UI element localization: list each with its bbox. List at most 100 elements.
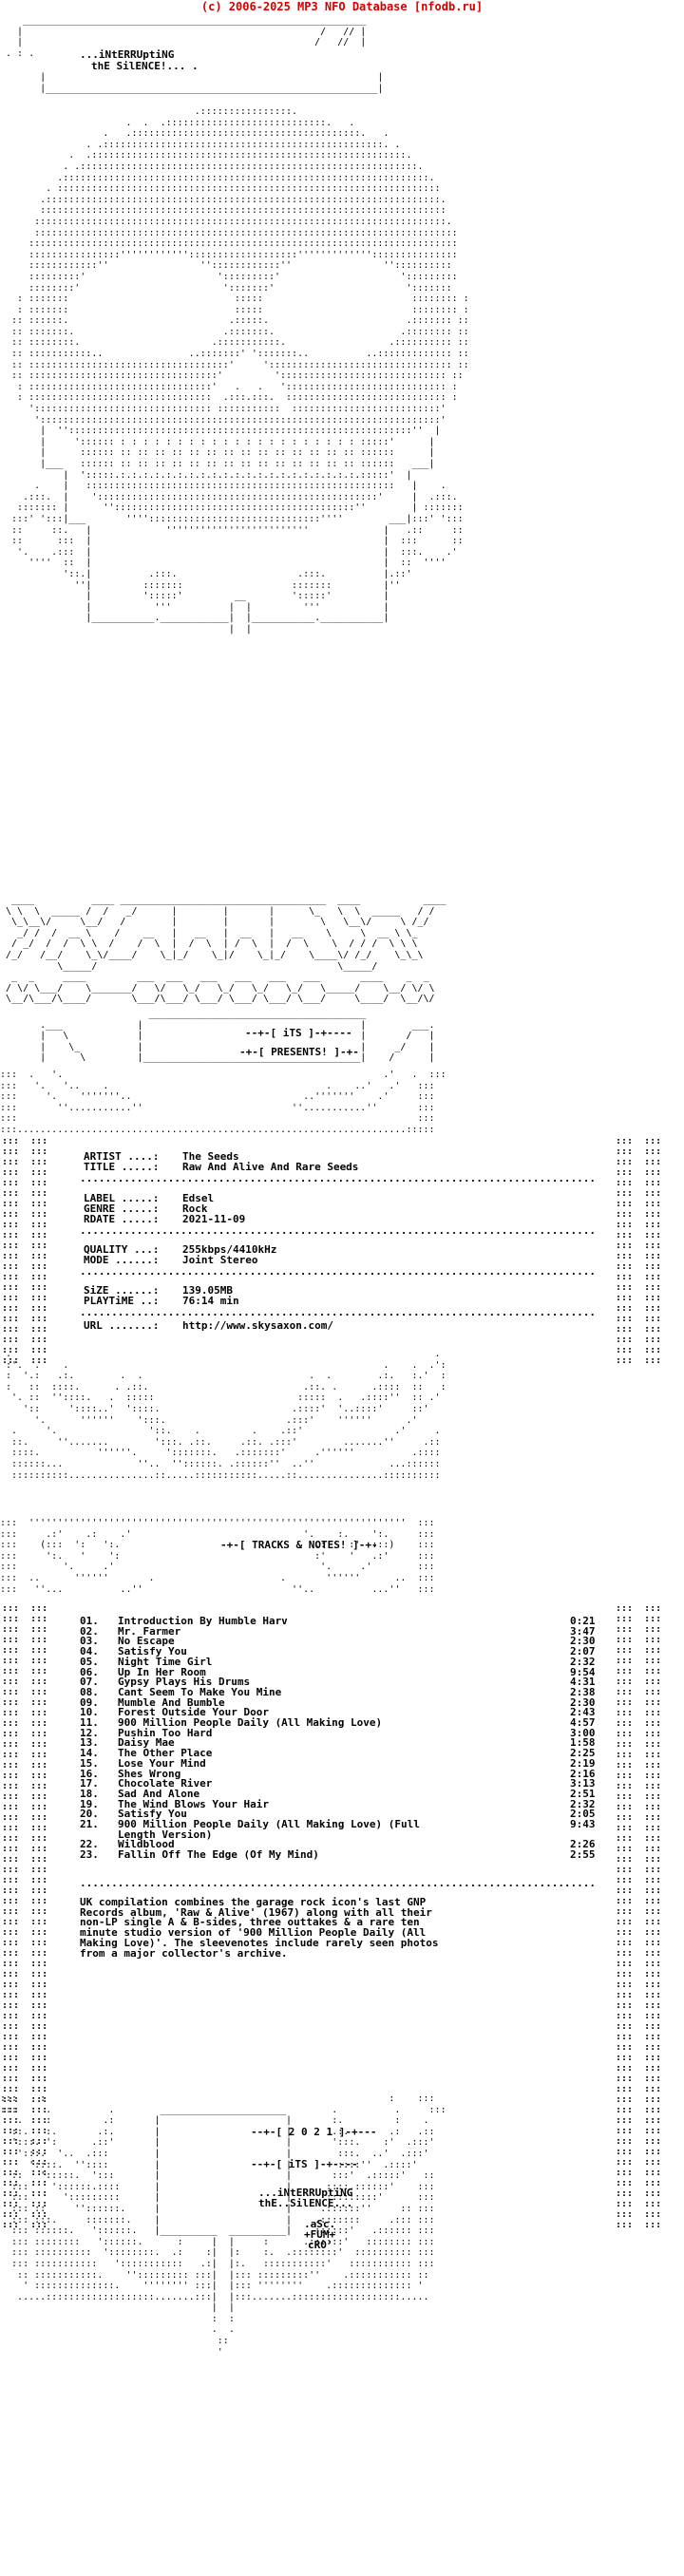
release-frame-right: ::: ::: ::: ::: ::: ::: ::: ::: ::: ::: … — [616, 1136, 662, 1366]
track-duration: 2:30 — [570, 1695, 596, 1709]
track-title: Introduction By Humble Harv — [118, 1615, 288, 1627]
track-number: 18. — [80, 1787, 99, 1800]
track-number: 09. — [80, 1695, 99, 1709]
title-label: TITLE .....: — [84, 1161, 160, 1173]
track-duration: 2:25 — [570, 1747, 596, 1760]
nfo-document: ________________________________________… — [0, 15, 684, 2576]
track-duration: 2:38 — [570, 1685, 596, 1698]
track-duration: 2:55 — [570, 1848, 596, 1862]
track-title: Daisy Mae — [118, 1736, 175, 1750]
presents-its-tag: --+-[ iTS ]-+---- — [245, 1027, 352, 1039]
intro-banner-art: ________________________________________… — [6, 15, 367, 59]
artist-label: ARTIST ....: — [84, 1150, 160, 1163]
track-title: Satisfy You — [118, 1808, 187, 1821]
playtime-label: PLAYTiME ..: — [84, 1295, 160, 1307]
track-title: 900 Million People Daily (All Making Lov… — [118, 1716, 383, 1730]
nfo-header: (c) 2006-2025 MP3 NFO Database [nfodb.ru… — [200, 0, 484, 13]
notes-line: non-LP single A & B-sides, three outtake… — [80, 1916, 420, 1929]
track-number: 15. — [80, 1756, 99, 1770]
track-number: 03. — [80, 1635, 99, 1648]
url-label: URL .......: — [84, 1319, 160, 1332]
track-duration: 2:30 — [570, 1635, 596, 1648]
track-duration: 1:58 — [570, 1736, 596, 1750]
mode-value: Joint Stereo — [182, 1254, 258, 1266]
notes-line: minute studio version of '900 Million Pe… — [80, 1926, 427, 1940]
track-number: 20. — [80, 1808, 99, 1821]
track-title: Shes Wrong — [118, 1767, 181, 1780]
track-row: 19. The Wind Blows Your Hair 2:32 — [80, 1797, 612, 1810]
separator: ........................................… — [80, 1307, 597, 1317]
track-duration: 2:32 — [570, 1797, 596, 1810]
tracks-heading: -+-[ TRACKS & NOTES! ]-+- — [220, 1539, 378, 1551]
mode-label: MODE ......: — [84, 1254, 160, 1266]
track-number: 16. — [80, 1767, 99, 1780]
track-duration: 3:13 — [570, 1777, 596, 1790]
track-duration: 2:19 — [570, 1756, 596, 1770]
intro-frame-art: | | |___________________________________… — [40, 72, 384, 94]
url-value[interactable]: http://www.skysaxon.com/ — [182, 1319, 333, 1332]
track-row: Length Version) — [80, 1829, 612, 1841]
genre-label: GENRE .....: — [84, 1203, 160, 1215]
intro-group-top: ...iNtERRUptiNG — [80, 48, 175, 61]
track-title: Forest Outside Your Door — [118, 1706, 269, 1719]
track-number: 22. — [80, 1838, 99, 1851]
track-title: No Escape — [118, 1635, 175, 1648]
track-title: The Wind Blows Your Hair — [118, 1797, 269, 1810]
track-row: 03. No Escape 2:30 — [80, 1637, 612, 1647]
tracks-frame-right: ::: ::: ::: ::: ::: ::: ::: ::: ::: ::: … — [616, 1603, 662, 2230]
track-title: Fallin Off The Edge (Of My Mind) — [118, 1848, 319, 1862]
track-title: Wildblood — [118, 1838, 175, 1851]
separator: ........................................… — [80, 1173, 597, 1184]
track-duration: 9:54 — [570, 1665, 596, 1678]
track-duration: 2:26 — [570, 1838, 596, 1851]
track-number: 14. — [80, 1747, 99, 1760]
footer-frame-art: ::: : : ::: ::: . . ____________________… — [0, 2093, 446, 2358]
genre-value: Rock — [182, 1203, 208, 1215]
track-number: 11. — [80, 1716, 99, 1730]
rdate-label: RDATE .....: — [84, 1213, 160, 1225]
track-number: 06. — [80, 1665, 99, 1678]
track-number: 19. — [80, 1797, 99, 1810]
label-label: LABEL .....: — [84, 1192, 160, 1204]
rdate-value: 2021-11-09 — [182, 1213, 246, 1225]
track-number: 07. — [80, 1676, 99, 1689]
tracks-heading-frame: ::: ''''''''''''''''''''''''''''''''''''… — [0, 1518, 435, 1595]
crossbones-art: ____ ____ ______________________________… — [6, 895, 446, 1005]
separator: ........................................… — [80, 1266, 597, 1277]
track-duration: 4:31 — [570, 1676, 596, 1689]
track-title: 900 Million People Daily (All Making Lov… — [118, 1818, 420, 1831]
track-duration: 3:00 — [570, 1726, 596, 1739]
notes-line: Records album, 'Raw & Alive' (1967) alon… — [80, 1905, 432, 1919]
track-title: Mr. Farmer — [118, 1624, 181, 1638]
footer-its-tag: --+-[ iTS ]-+---- — [251, 2158, 358, 2170]
footer-group-top: ...iNtERRUptiNG — [258, 2187, 353, 2199]
track-number: 13. — [80, 1736, 99, 1750]
track-number: 21. — [80, 1818, 99, 1831]
track-duration: 4:57 — [570, 1716, 596, 1730]
tracks-frame-left: ::: ::: ::: ::: ::: ::: ::: ::: ::: ::: … — [2, 1603, 48, 2230]
quality-label: QUALITY ...: — [84, 1243, 160, 1256]
quality-value: 255kbps/4410kHz — [182, 1243, 277, 1256]
track-number: 17. — [80, 1777, 99, 1790]
track-duration: 2:51 — [570, 1787, 596, 1800]
track-row: 21. 900 Million People Daily (All Making … — [80, 1818, 612, 1831]
presents-wings-art: ::: . '. .' . ::: ::: '. '.. . . ..' .' … — [0, 1070, 446, 1135]
track-duration: 9:43 — [570, 1818, 596, 1831]
notes-line: UK compilation combines the garage rock … — [80, 1896, 427, 1908]
track-number: 01. — [80, 1615, 99, 1627]
track-row: 22. Wildblood 2:26 — [80, 1840, 612, 1850]
track-title: Cant Seem To Make You Mine — [118, 1685, 282, 1698]
